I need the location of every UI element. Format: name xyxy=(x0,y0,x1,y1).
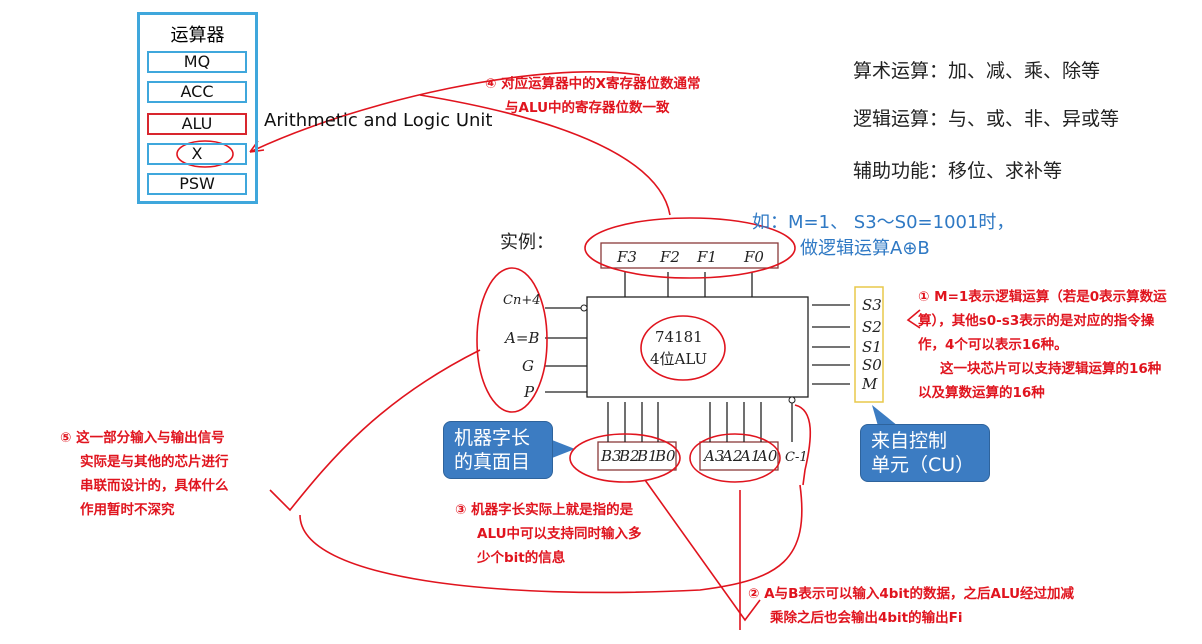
note-3: ③ 机器字长实际上就是指的是 ALU中可以支持同时输入多 少个bit的信息 xyxy=(455,498,642,570)
note-line: ② A与B表示可以输入4bit的数据，之后ALU经过加减 xyxy=(748,586,1075,602)
function-arithmetic: 算术运算：加、减、乘、除等 xyxy=(853,60,1101,82)
input-b2: B2 xyxy=(619,447,640,465)
signal-p: P xyxy=(524,383,535,401)
control-s2: S2 xyxy=(862,318,882,336)
callout-line: 单元（CU） xyxy=(871,454,975,476)
input-a1: A1 xyxy=(740,447,761,465)
example-operation: 做逻辑运算A⊕B xyxy=(800,238,930,259)
note-line: ① M=1表示逻辑运算（若是0表示算数运 xyxy=(918,289,1167,305)
output-f1: F1 xyxy=(697,248,717,266)
note-line: ⑤ 这一部分输入与输出信号 xyxy=(60,430,225,446)
note-2: ② A与B表示可以输入4bit的数据，之后ALU经过加减 乘除之后也会输出4bi… xyxy=(748,582,1074,630)
input-b3: B3 xyxy=(601,447,622,465)
chip-body xyxy=(586,296,809,398)
note-line: 作用暂时不深究 xyxy=(80,502,175,518)
alu-box-title: 运算器 xyxy=(170,25,225,46)
output-f3: F3 xyxy=(617,248,637,266)
control-s1: S1 xyxy=(862,338,882,356)
note-line: 串联而设计的，具体什么 xyxy=(80,478,229,494)
carry-in: C-1 xyxy=(785,450,808,465)
register-x: X xyxy=(147,143,247,165)
example-condition: 如：M=1、 S3～S0=1001时， xyxy=(752,212,1015,233)
signal-cn4: Cn+4 xyxy=(503,293,541,308)
alu-full-name: Arithmetic and Logic Unit xyxy=(264,110,493,131)
control-m: M xyxy=(862,375,878,393)
callout-line: 机器字长 xyxy=(454,427,531,449)
note-line: 少个bit的信息 xyxy=(477,550,566,566)
register-psw: PSW xyxy=(147,173,247,195)
note-line: ③ 机器字长实际上就是指的是 xyxy=(455,502,634,518)
input-a3: A3 xyxy=(704,447,725,465)
example-label: 实例： xyxy=(500,232,554,253)
input-a0: A0 xyxy=(757,447,778,465)
note-line: ④ 对应运算器中的X寄存器位数通常 xyxy=(485,76,701,92)
note-line: 算），其他s0-s3表示的是对应的指令操 xyxy=(918,313,1155,329)
signal-g: G xyxy=(522,357,534,375)
note-line: 实际是与其他的芯片进行 xyxy=(80,454,229,470)
note-line: ALU中可以支持同时输入多 xyxy=(477,526,642,542)
callout-line: 的真面目 xyxy=(454,451,531,473)
chip-model: 74181 xyxy=(655,328,703,346)
alu-component-box: 运算器 MQ ACC ALU X PSW xyxy=(137,12,258,204)
callout-line: 来自控制 xyxy=(871,430,948,452)
output-f2: F2 xyxy=(660,248,680,266)
chip-name: 4位ALU xyxy=(650,350,708,368)
function-auxiliary: 辅助功能：移位、求补等 xyxy=(853,160,1063,182)
note-line: 乘除之后也会输出4bit的输出Fi xyxy=(770,610,963,626)
note-5: ⑤ 这一部分输入与输出信号 实际是与其他的芯片进行 串联而设计的，具体什么 作用… xyxy=(60,426,229,522)
note-4: ④ 对应运算器中的X寄存器位数通常 与ALU中的寄存器位数一致 xyxy=(485,72,701,120)
control-s0: S0 xyxy=(862,356,882,374)
control-unit-callout: 来自控制 单元（CU） xyxy=(860,424,990,482)
input-b0: B0 xyxy=(655,447,676,465)
function-logic: 逻辑运算：与、或、非、异或等 xyxy=(853,108,1120,130)
note-line: 作，4个可以表示16种。 xyxy=(918,337,1068,353)
note-line: 这一块芯片可以支持逻辑运算的16种 xyxy=(940,361,1162,377)
signal-a-eq-b: A=B xyxy=(505,329,540,347)
register-acc: ACC xyxy=(147,81,247,103)
register-alu: ALU xyxy=(147,113,247,135)
input-a2: A2 xyxy=(722,447,743,465)
note-line: 以及算数运算的16种 xyxy=(918,385,1045,401)
word-length-callout: 机器字长 的真面目 xyxy=(443,421,553,479)
output-f0: F0 xyxy=(744,248,764,266)
note-1: ① M=1表示逻辑运算（若是0表示算数运 算），其他s0-s3表示的是对应的指令… xyxy=(918,285,1167,405)
input-b1: B1 xyxy=(637,447,658,465)
register-mq: MQ xyxy=(147,51,247,73)
note-line: 与ALU中的寄存器位数一致 xyxy=(505,100,670,116)
control-s3: S3 xyxy=(862,296,882,314)
